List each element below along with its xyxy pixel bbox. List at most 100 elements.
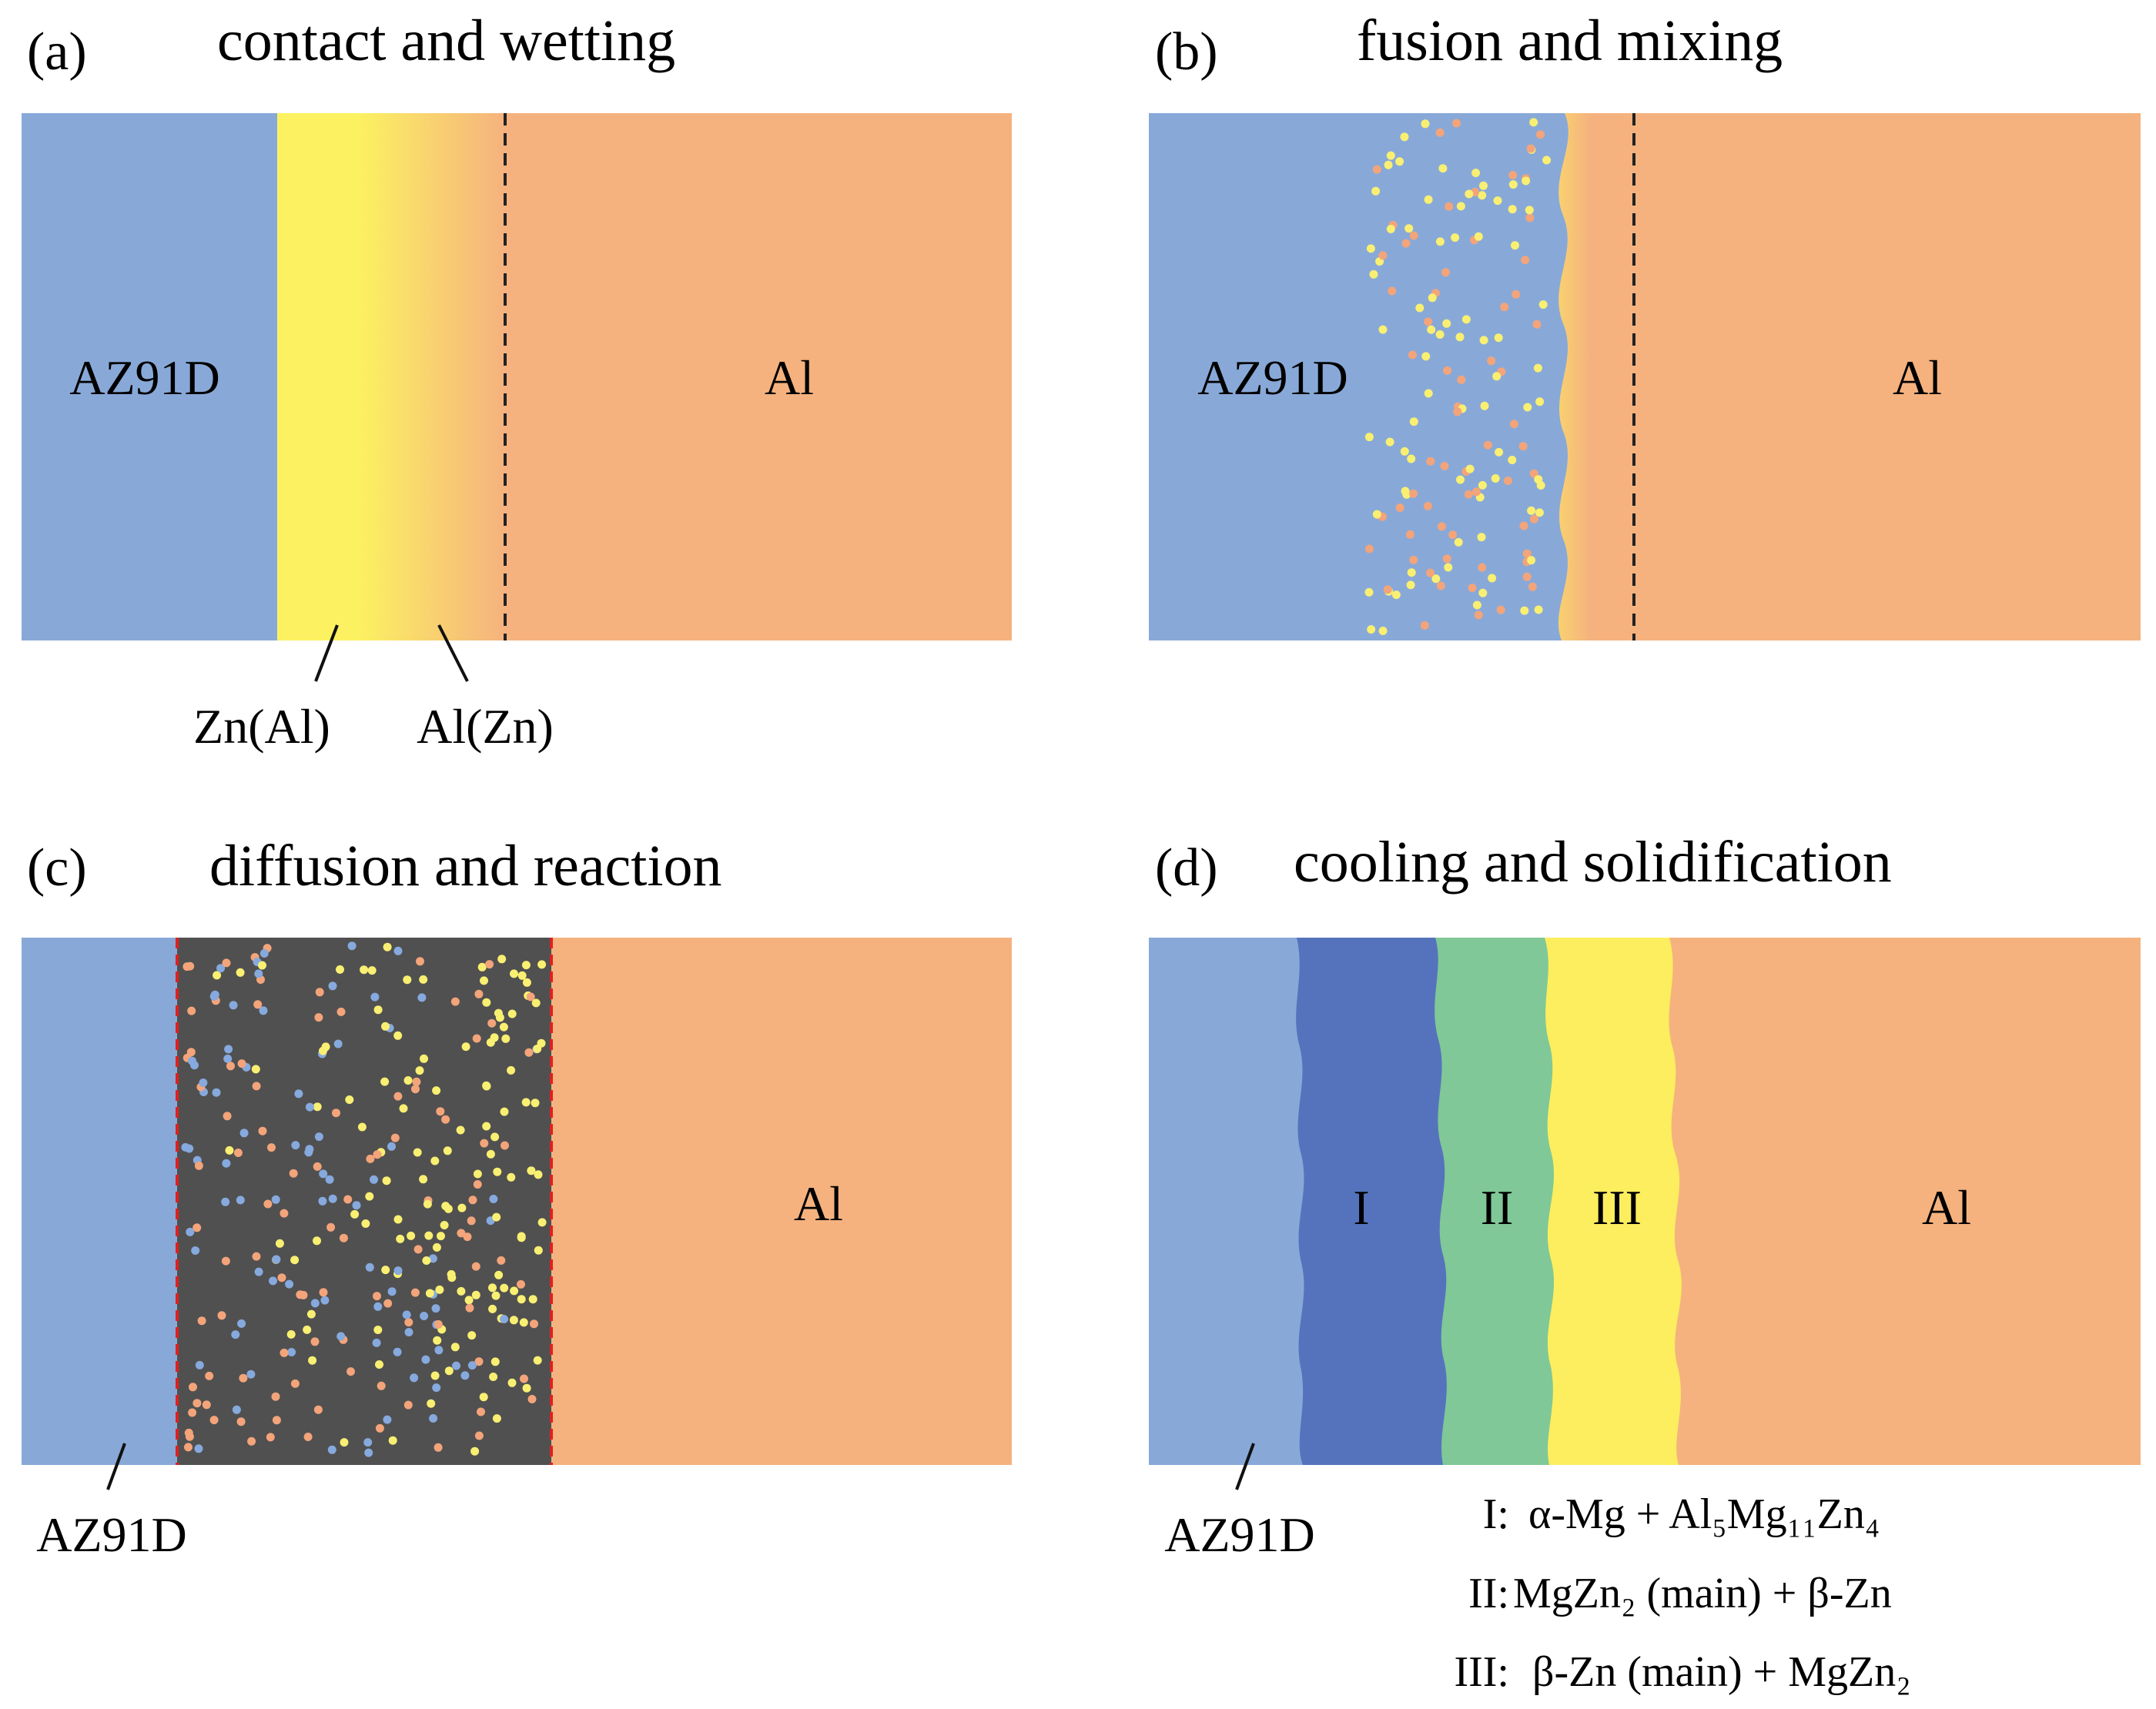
solute-dot xyxy=(522,978,531,987)
solute-dot xyxy=(1500,303,1509,312)
az91d-region xyxy=(1149,938,1304,1465)
az91d-callout-label: AZ91D xyxy=(36,1507,187,1562)
solute-dot xyxy=(247,1436,256,1446)
solute-dot xyxy=(410,1288,420,1297)
solute-dot xyxy=(517,971,527,980)
solute-dot xyxy=(403,1076,413,1085)
panel-a-letter: (a) xyxy=(27,22,87,82)
solute-dot xyxy=(303,1433,313,1441)
solute-dot xyxy=(346,1367,355,1376)
solute-dot xyxy=(450,997,460,1006)
solute-dot xyxy=(490,1132,500,1142)
solute-dot xyxy=(343,1195,353,1204)
solute-dot xyxy=(271,1195,280,1204)
solute-dot xyxy=(510,969,518,978)
solute-dot xyxy=(1421,352,1431,361)
solute-dot xyxy=(1455,333,1465,342)
solute-dot xyxy=(410,1373,419,1383)
solute-dot xyxy=(231,1330,240,1339)
solute-dot xyxy=(1533,363,1542,373)
solute-dot xyxy=(1465,189,1474,199)
solute-dot xyxy=(1471,487,1481,497)
solute-dot xyxy=(251,1065,260,1074)
solute-dot xyxy=(428,1254,437,1263)
solute-dot xyxy=(229,1001,238,1010)
solute-dot xyxy=(1456,202,1465,211)
solute-dot xyxy=(327,1445,336,1454)
solute-dot xyxy=(216,964,226,973)
solute-dot xyxy=(1426,457,1435,466)
solute-dot xyxy=(436,1107,445,1116)
solute-dot xyxy=(1480,401,1489,410)
solute-dot xyxy=(271,1392,280,1401)
solute-dot xyxy=(1525,213,1535,222)
solute-dot xyxy=(382,1176,391,1186)
zone-II-label: II xyxy=(1481,1180,1514,1235)
solute-dot xyxy=(221,1256,230,1266)
solute-dot xyxy=(1391,590,1401,600)
panel-d: (d) cooling and solidification I II III … xyxy=(1149,830,2141,1696)
solute-dot xyxy=(258,961,266,970)
solute-dot xyxy=(189,1383,197,1392)
solute-dot xyxy=(537,960,547,969)
solute-dot xyxy=(1493,196,1502,206)
solute-dot xyxy=(1409,231,1418,240)
solute-dot xyxy=(419,975,428,984)
solute-dot xyxy=(352,1201,361,1210)
solute-dot xyxy=(1532,319,1542,329)
solute-dot xyxy=(1488,574,1497,583)
solute-dot xyxy=(373,1302,383,1311)
solute-dot xyxy=(1383,585,1392,594)
solute-dot xyxy=(320,1296,330,1305)
az91d-mixed-region xyxy=(1149,113,1568,640)
solute-dot xyxy=(482,998,491,1007)
solute-dot xyxy=(495,1013,504,1022)
solute-dot xyxy=(1369,269,1378,279)
az91d-callout-line xyxy=(106,1443,126,1490)
solute-dot xyxy=(531,998,541,1008)
solute-dot xyxy=(441,1202,450,1211)
solute-dot xyxy=(424,1231,434,1240)
solute-dot xyxy=(1528,582,1537,591)
solute-dot xyxy=(537,1218,547,1227)
solute-dot xyxy=(472,1034,481,1043)
solute-dot xyxy=(1371,186,1381,196)
solute-dot xyxy=(1535,508,1544,517)
solute-dot xyxy=(1442,319,1451,328)
solute-dot xyxy=(467,1216,476,1226)
solute-dot xyxy=(272,1416,281,1425)
solute-dot xyxy=(528,1295,537,1304)
solute-dot xyxy=(413,1148,422,1157)
solute-dot xyxy=(319,1288,328,1297)
solute-dot xyxy=(254,1267,263,1276)
solute-dot xyxy=(1519,521,1528,530)
solute-dot xyxy=(1444,563,1453,572)
solute-dot xyxy=(1457,375,1466,384)
solute-dot xyxy=(1536,130,1545,139)
solute-dot xyxy=(1372,165,1381,174)
panel-a: (a) contact and wetting AZ91D Al Zn(Al) … xyxy=(22,8,1012,754)
legend-id-II: II: xyxy=(1468,1570,1509,1617)
solute-dot xyxy=(388,1436,397,1445)
solute-dot xyxy=(194,1444,203,1453)
solute-dot xyxy=(435,1285,444,1294)
solute-dot xyxy=(1366,244,1375,253)
solute-dot xyxy=(524,1048,534,1057)
zn-al-callout-label: Zn(Al) xyxy=(193,699,330,754)
solute-dot xyxy=(468,1196,477,1205)
solute-dot xyxy=(1527,556,1536,565)
legend-text-I: α-Mg + Al₅Mg₁₁Zn₄ xyxy=(1528,1490,1880,1538)
solute-dot xyxy=(464,1296,474,1305)
al-label: Al xyxy=(1922,1180,1971,1235)
solute-dot xyxy=(1441,268,1450,277)
solute-dot xyxy=(434,1319,443,1329)
panel-b: (b) fusion and mixing AZ91D Al xyxy=(1149,8,2141,640)
solute-dot xyxy=(375,1423,384,1433)
solute-dot xyxy=(519,1318,528,1327)
zn-interlayer-region xyxy=(277,113,505,640)
solute-dot xyxy=(533,1356,542,1365)
solute-dot xyxy=(246,1370,256,1379)
solute-dot xyxy=(489,1195,498,1203)
solute-dot xyxy=(372,1338,381,1347)
